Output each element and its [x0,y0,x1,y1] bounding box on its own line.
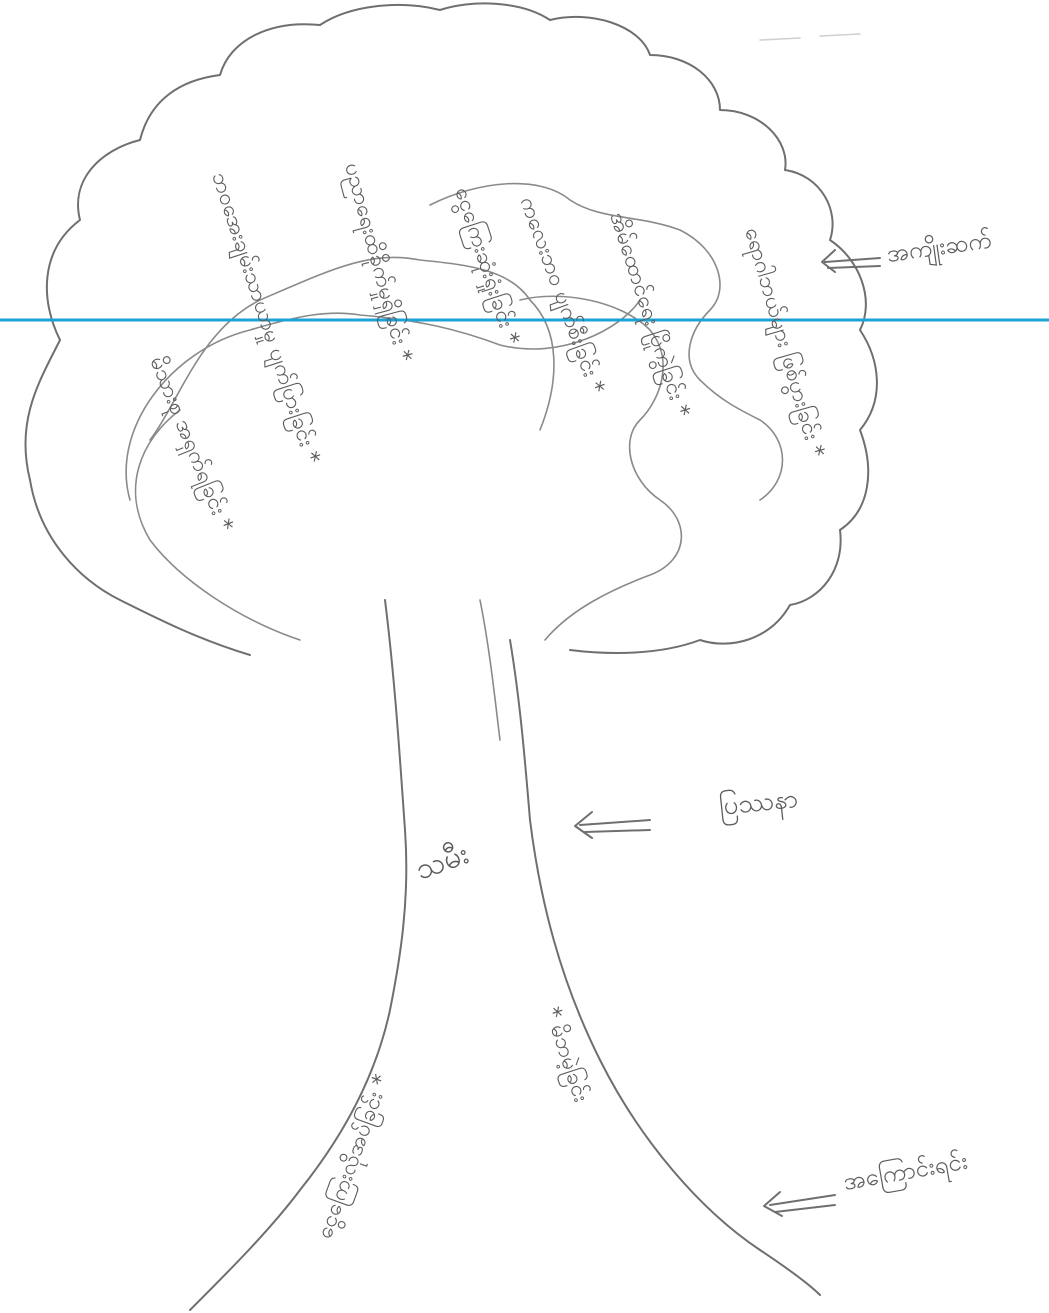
canopy-line-1: ဘဝအေးချမ်းသာယာမှု ပျက်ပြားခြင်း * [202,169,326,469]
trunk-arrow-icon [575,812,650,838]
root-line-2: * မိဘမဲ့ခြင်း [535,1004,595,1107]
roots-label-group: အကြောင်းရင်း [764,1145,971,1216]
trunk-label-group: ပြဿနာ [575,781,800,838]
roots-arrow-icon [764,1192,835,1216]
canopy-line-4: ကလေးဘဝ ပျက်စီးခြင်း * [511,193,611,399]
canopy-line-6: ရောဂါဘယ်များ ဖြစ်ပွားခြင်း * [734,224,830,461]
leaves-label-group: အကျိုးဆက် [822,225,994,274]
canopy-line-3: ငွေကြေးဆုံးရှုံးခြင်း * [445,184,526,350]
trunk-label: ပြဿနာ [717,781,800,827]
trunk-inner-line [480,600,500,740]
trunk-text: သမီး [411,836,473,887]
trunk-left-edge [190,600,406,1310]
canopy-text-group: ဘဝအေးချမ်းသာယာမှု ပျက်ပြားခြင်း * ပညာရေး… [140,160,831,538]
canopy-line-5: အိမ်ထောင်ရေး ပြိုကွဲခြင်း * [600,209,697,422]
leaves-label: အကျိုးဆက် [885,225,994,274]
roots-label: အကြောင်းရင်း [841,1145,971,1201]
leaves-arrow-icon [822,250,880,272]
canopy-line-7: မိသားစု အရှက်ရခြင်း * [140,352,240,537]
scan-mark [760,34,860,40]
canopy-line-2: ပညာရေးထိခိုက်မှုရှိခြင်း * [334,160,418,367]
